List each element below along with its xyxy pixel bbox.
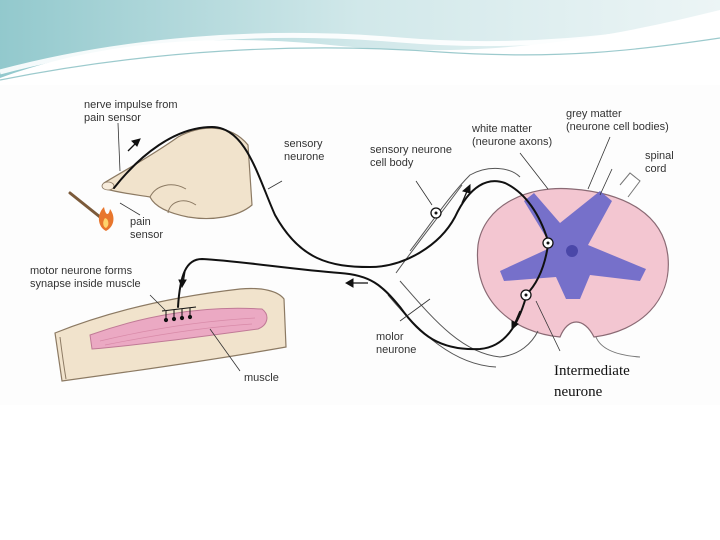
sensory-neurone-path xyxy=(113,125,549,269)
label-muscle: muscle xyxy=(244,372,279,384)
impulse-direction-arrows xyxy=(127,138,521,331)
label-motor-neurone: molor neurone xyxy=(376,331,416,356)
label-white-matter: white matter (neurone axons) xyxy=(471,123,552,148)
label-intermediate-neurone: Intermediate neurone xyxy=(554,363,634,400)
motor-neurone-path xyxy=(177,257,527,351)
label-nerve-impulse: nerve impulse from pain sensor xyxy=(84,99,181,124)
synapse-endings xyxy=(161,306,197,323)
label-sensory-cell-body: sensory neurone cell body xyxy=(370,144,455,169)
label-spinal-cord: spinal cord xyxy=(645,150,677,175)
leader-lines xyxy=(117,122,613,372)
match-flame-icon xyxy=(68,191,114,231)
reflex-arc-diagram: nerve impulse from pain sensor pain sens… xyxy=(0,85,720,405)
hand-illustration xyxy=(101,127,253,220)
label-sensory-neurone: sensory neurone xyxy=(284,138,326,163)
label-grey-matter: grey matter (neurone cell bodies) xyxy=(566,108,669,133)
label-motor-synapse: motor neurone forms synapse inside muscl… xyxy=(30,265,141,290)
intermediate-cell-body-marker xyxy=(542,237,554,249)
header-swoosh xyxy=(0,0,720,81)
label-pain-sensor: pain sensor xyxy=(130,216,163,241)
sensory-cell-body-marker xyxy=(430,207,442,219)
arm-muscle-illustration xyxy=(54,287,287,382)
motor-cell-body-marker xyxy=(520,289,532,301)
